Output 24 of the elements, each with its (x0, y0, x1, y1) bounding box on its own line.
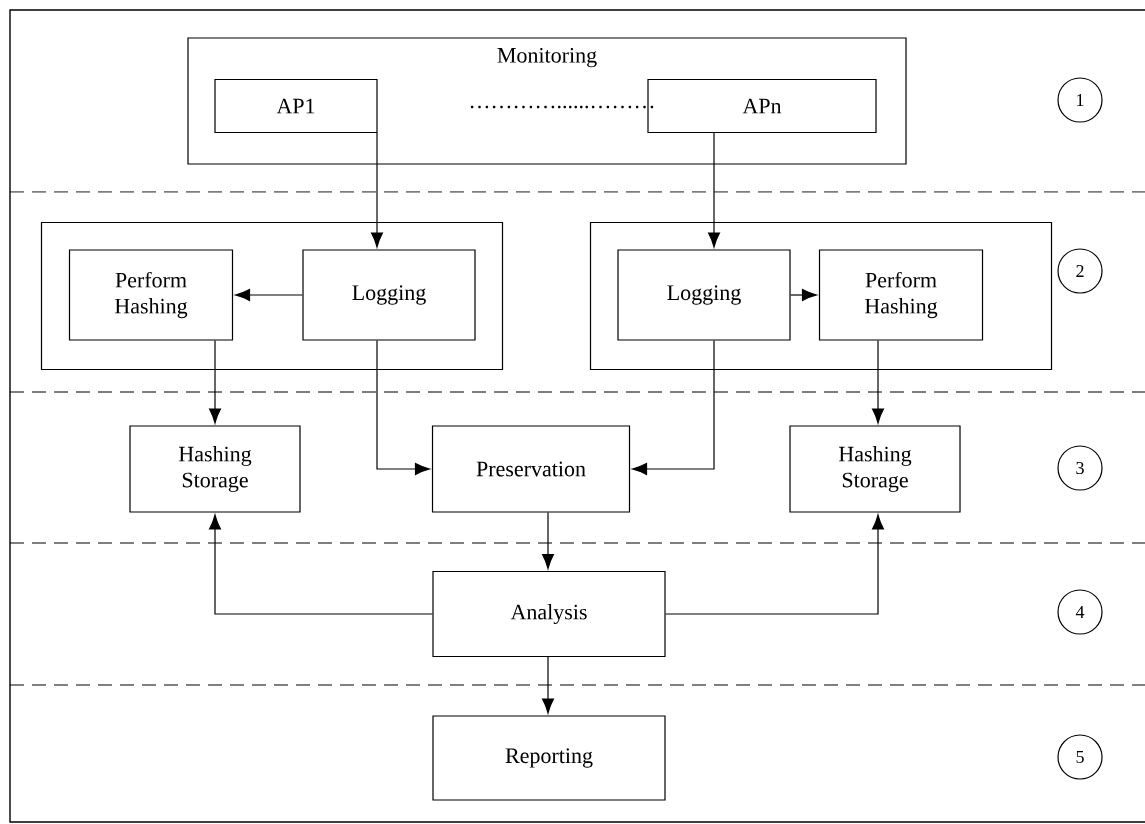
process-box: Analysis (432, 570, 666, 658)
arrow (871, 340, 885, 424)
arrow (370, 132, 384, 248)
arrow (208, 514, 433, 615)
group-box (40, 221, 504, 371)
process-box: Logging (617, 249, 791, 341)
arrow (631, 340, 715, 476)
process-box: Preservation (431, 425, 631, 513)
group-box (589, 221, 1053, 371)
process-box: Logging (302, 249, 476, 341)
process-box: Hashing Storage (129, 425, 301, 513)
arrow (790, 288, 818, 302)
arrow (208, 340, 222, 424)
process-box: Reporting (432, 715, 666, 801)
arrow (376, 340, 431, 476)
process-box: Perform Hashing (68, 249, 234, 341)
process-box: Perform Hashing (818, 249, 984, 341)
arrow (541, 512, 555, 570)
process-box: AP1 (214, 78, 378, 134)
arrow (707, 132, 721, 248)
arrow (234, 288, 303, 302)
arrow (665, 514, 885, 615)
arrow (541, 656, 555, 714)
process-box: Hashing Storage (789, 425, 961, 513)
